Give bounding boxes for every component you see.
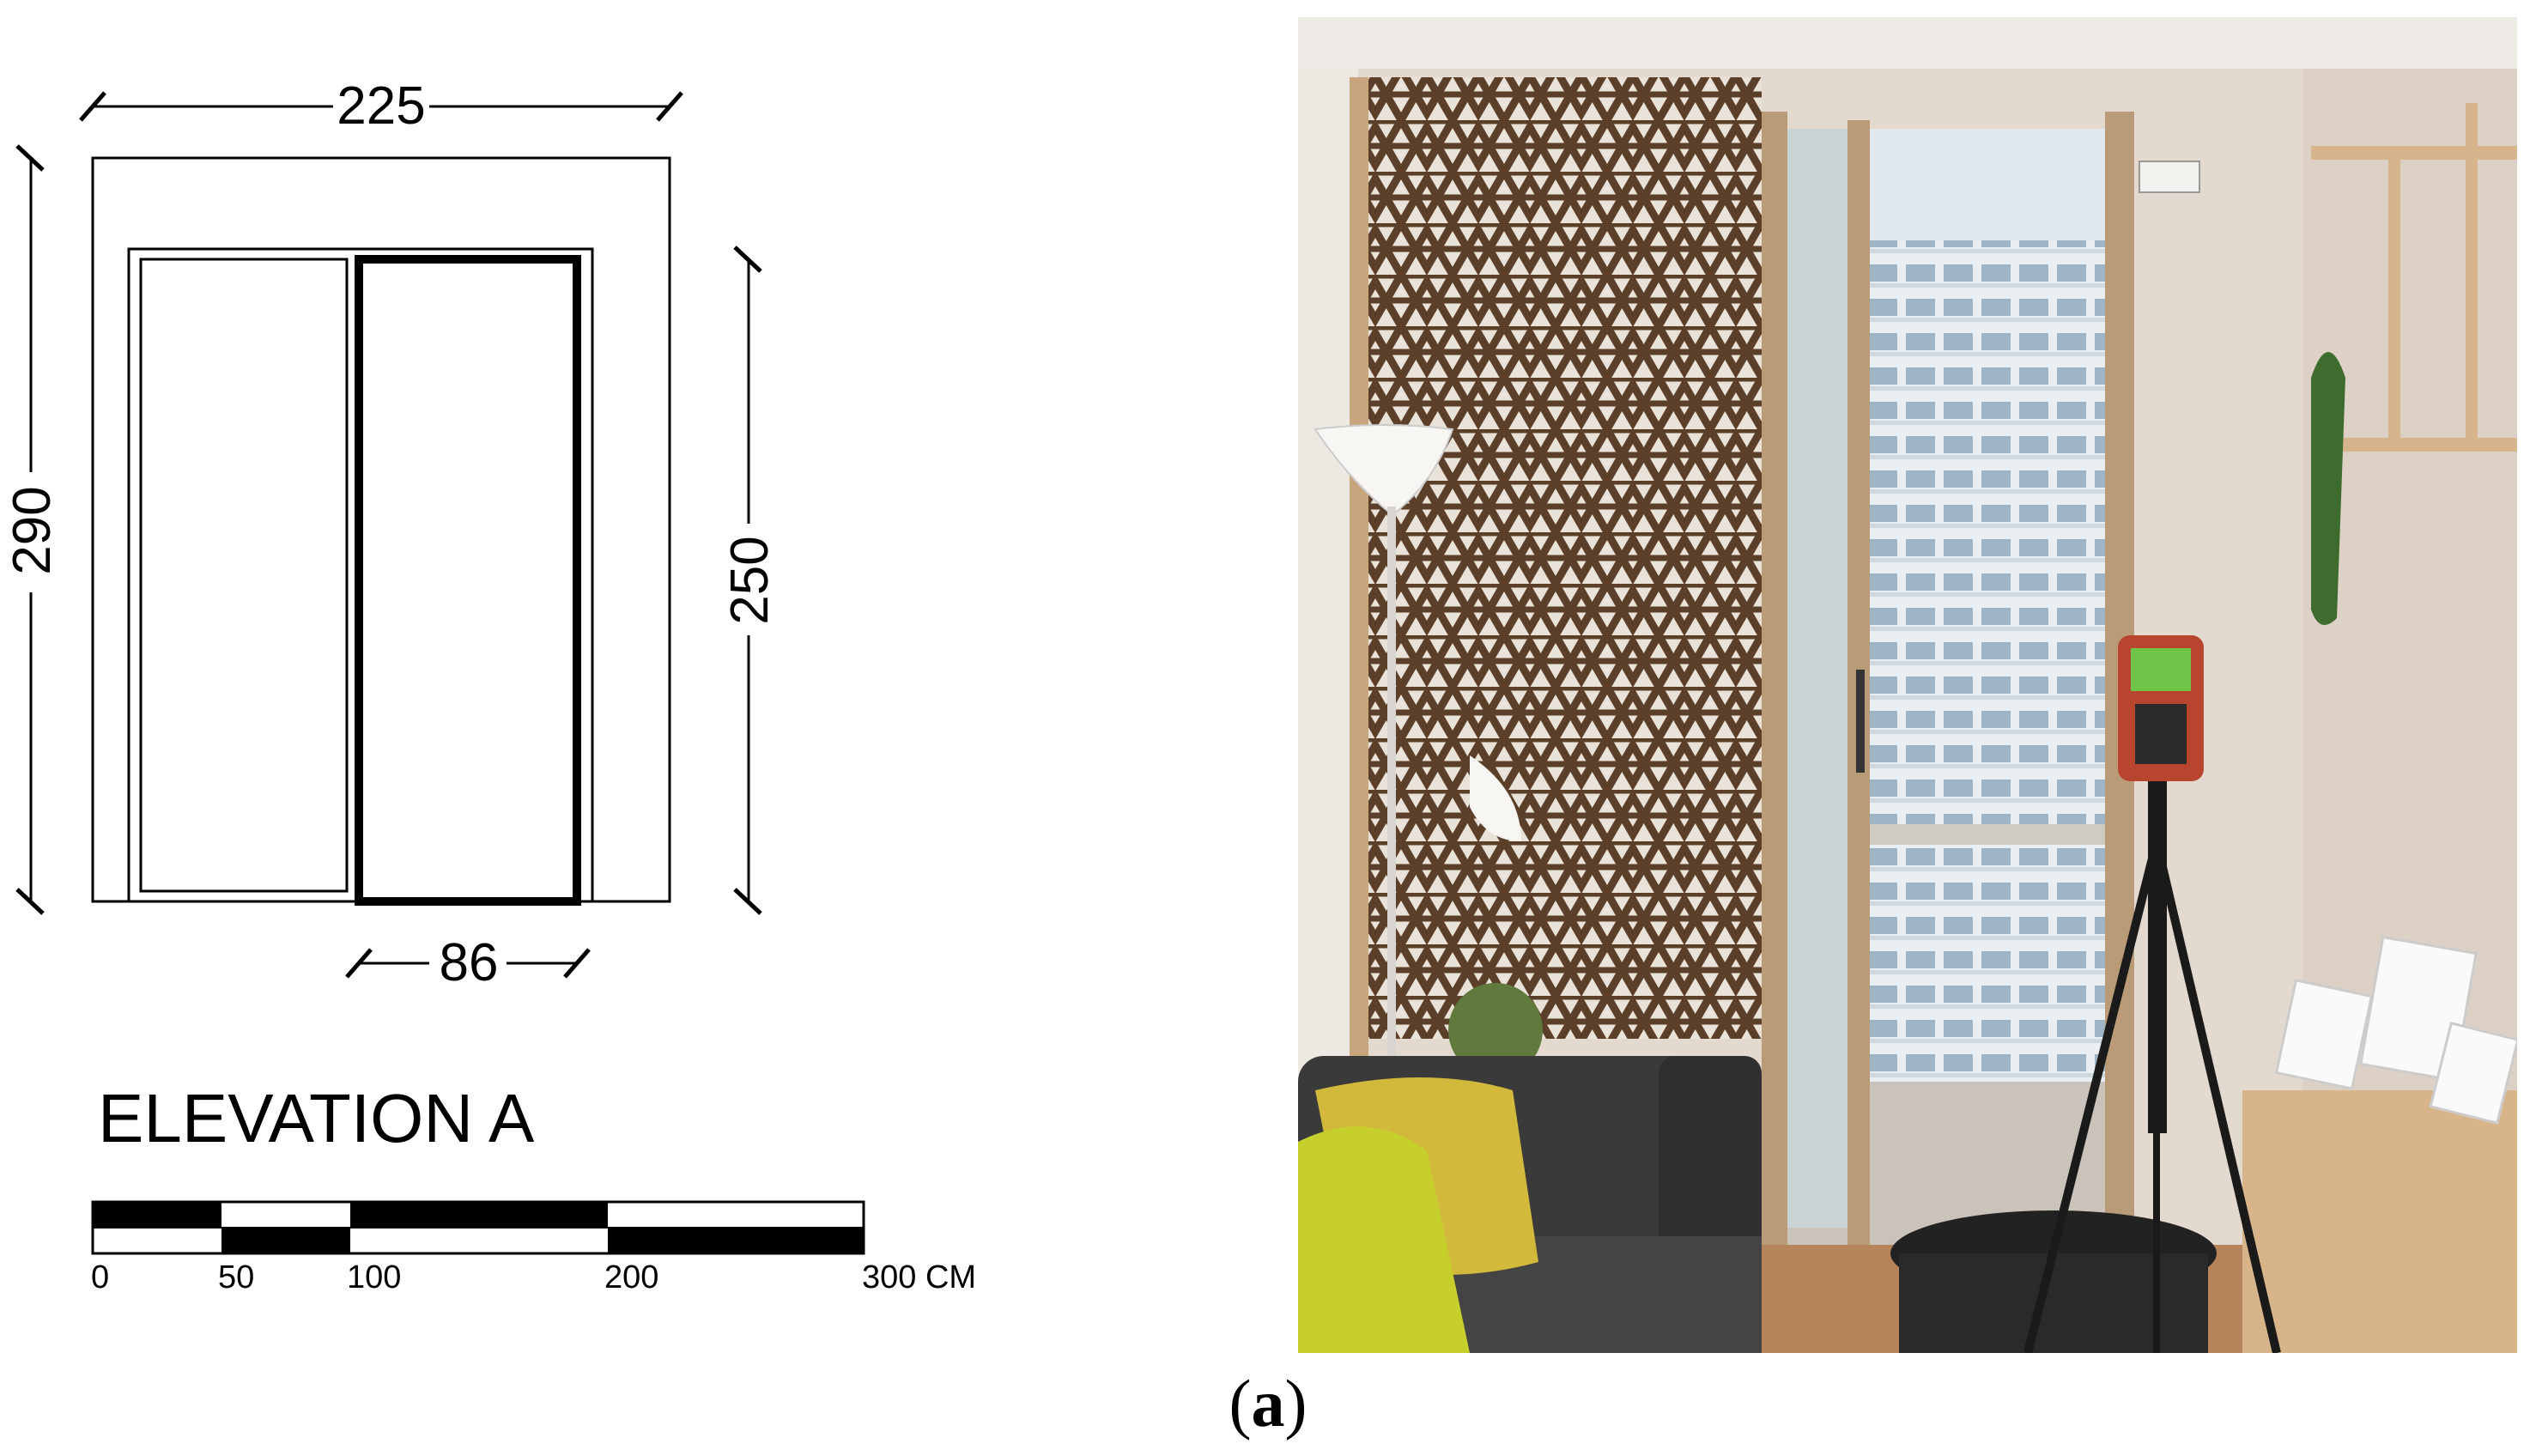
- scale-label-300: 300 CM: [862, 1259, 976, 1295]
- tripod-meter: [2023, 635, 2281, 1353]
- cushion-green: [1298, 1126, 1470, 1353]
- dimension-width-label: 225: [337, 76, 425, 136]
- dimension-height-label: 290: [3, 486, 62, 574]
- curtain: [1298, 69, 1358, 1099]
- figure-caption: (a): [0, 1365, 2536, 1442]
- picture-frame-3: [2429, 1021, 2517, 1125]
- scale-label-50: 50: [218, 1259, 254, 1295]
- door-handle: [1856, 670, 1865, 773]
- elevation-title: ELEVATION A: [98, 1080, 535, 1156]
- scale-label-100: 100: [347, 1259, 401, 1295]
- caption-letter: a: [1251, 1366, 1285, 1441]
- scale-label-0: 0: [91, 1259, 109, 1295]
- floor-lamp: [1314, 424, 1521, 1090]
- fixed-panel: [139, 258, 349, 893]
- caption-close-paren: ): [1284, 1366, 1307, 1441]
- scale-bar: [91, 1200, 865, 1255]
- air-vent: [2139, 161, 2200, 193]
- small-plant: [1448, 983, 1543, 1077]
- room-photo: [1298, 17, 2517, 1353]
- door-frame-left: [1762, 112, 1787, 1245]
- scale-label-200: 200: [604, 1259, 658, 1295]
- sliding-panel: [355, 255, 581, 906]
- glass-panel: [1787, 129, 1847, 1228]
- dimension-panel-width-label: 86: [440, 933, 499, 992]
- picture-frame-1: [2274, 979, 2374, 1090]
- building-facade: [1865, 240, 2122, 1133]
- hanging-plant: [2311, 352, 2345, 625]
- outer-frame: [91, 156, 671, 903]
- decorative-screen: [1367, 77, 1762, 1039]
- elevation-drawing: 225 290 250 86 ELEVATION A 0 50 100 200 …: [3, 76, 976, 1295]
- wall-shelves: [2311, 103, 2517, 452]
- caption-open-paren: (: [1229, 1366, 1252, 1441]
- dimension-door-height-label: 250: [720, 536, 780, 624]
- console-cabinet: [2242, 1090, 2517, 1353]
